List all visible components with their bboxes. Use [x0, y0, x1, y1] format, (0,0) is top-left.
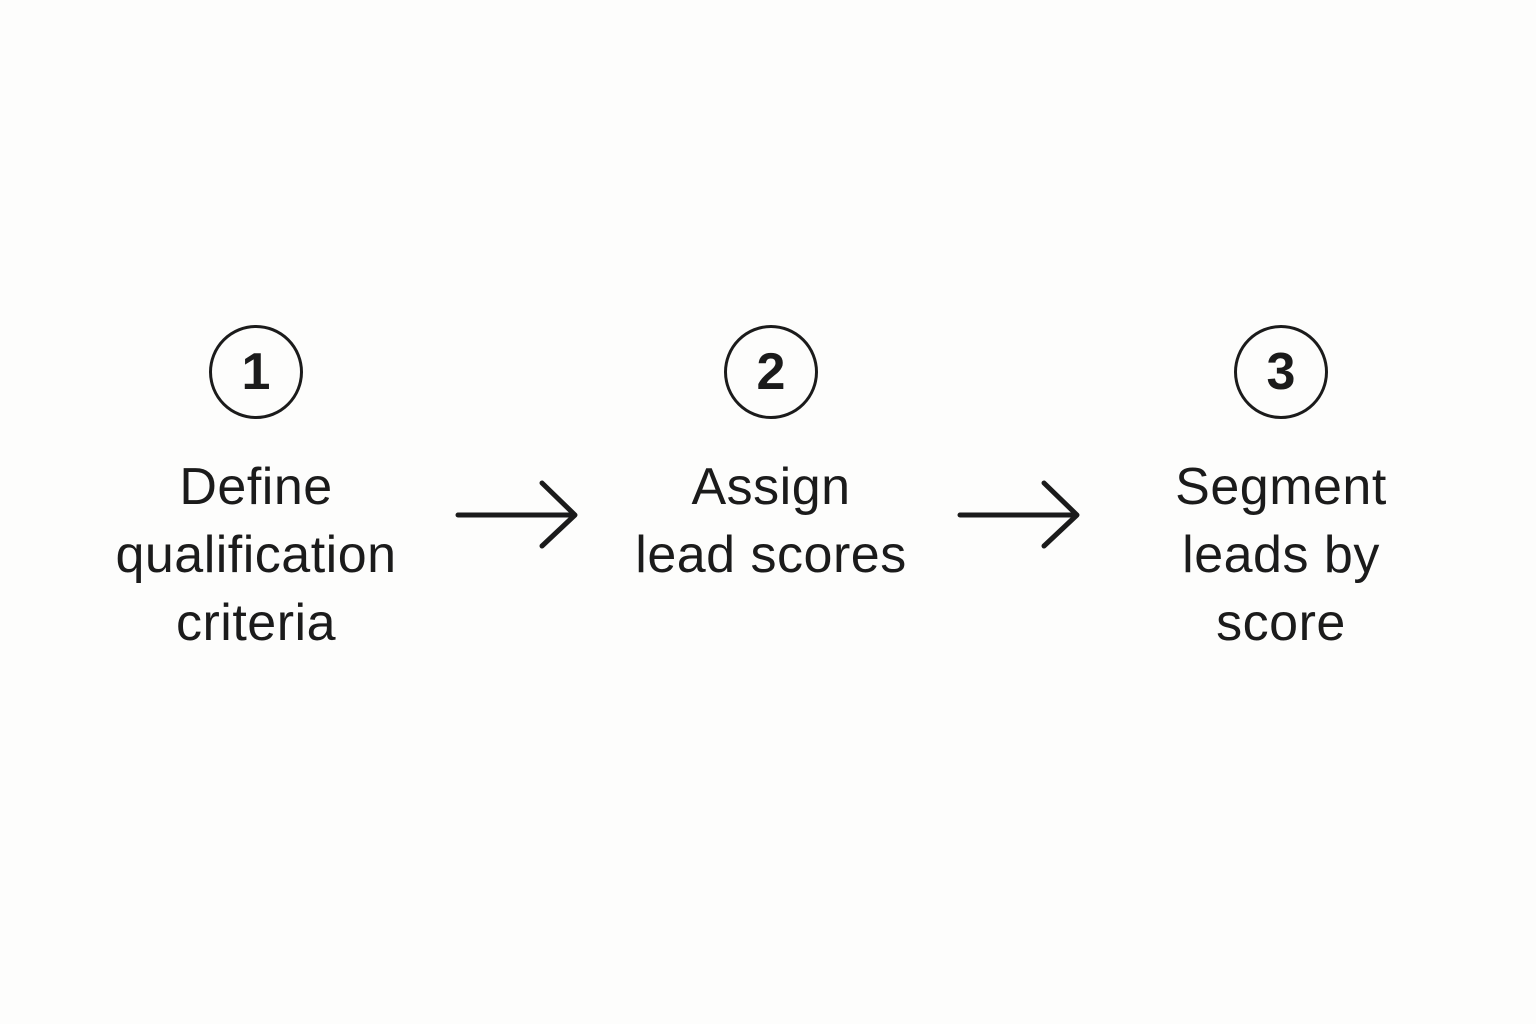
right-arrow-icon — [455, 480, 578, 549]
step-label: Define qualification criteria — [115, 458, 397, 652]
step-3: 3 Segment leads by score — [1091, 325, 1471, 657]
step-2: 2 Assign lead scores — [581, 325, 961, 589]
step-label: Segment leads by score — [1175, 458, 1387, 652]
step-number-badge: 1 — [209, 325, 303, 419]
step-number: 2 — [756, 343, 786, 401]
step-label: Assign lead scores — [635, 458, 907, 584]
step-number-badge: 2 — [724, 325, 818, 419]
right-arrow-icon — [957, 480, 1080, 549]
step-number: 1 — [241, 343, 271, 401]
step-number: 3 — [1266, 343, 1296, 401]
step-number-badge: 3 — [1234, 325, 1328, 419]
step-1: 1 Define qualification criteria — [66, 325, 446, 657]
